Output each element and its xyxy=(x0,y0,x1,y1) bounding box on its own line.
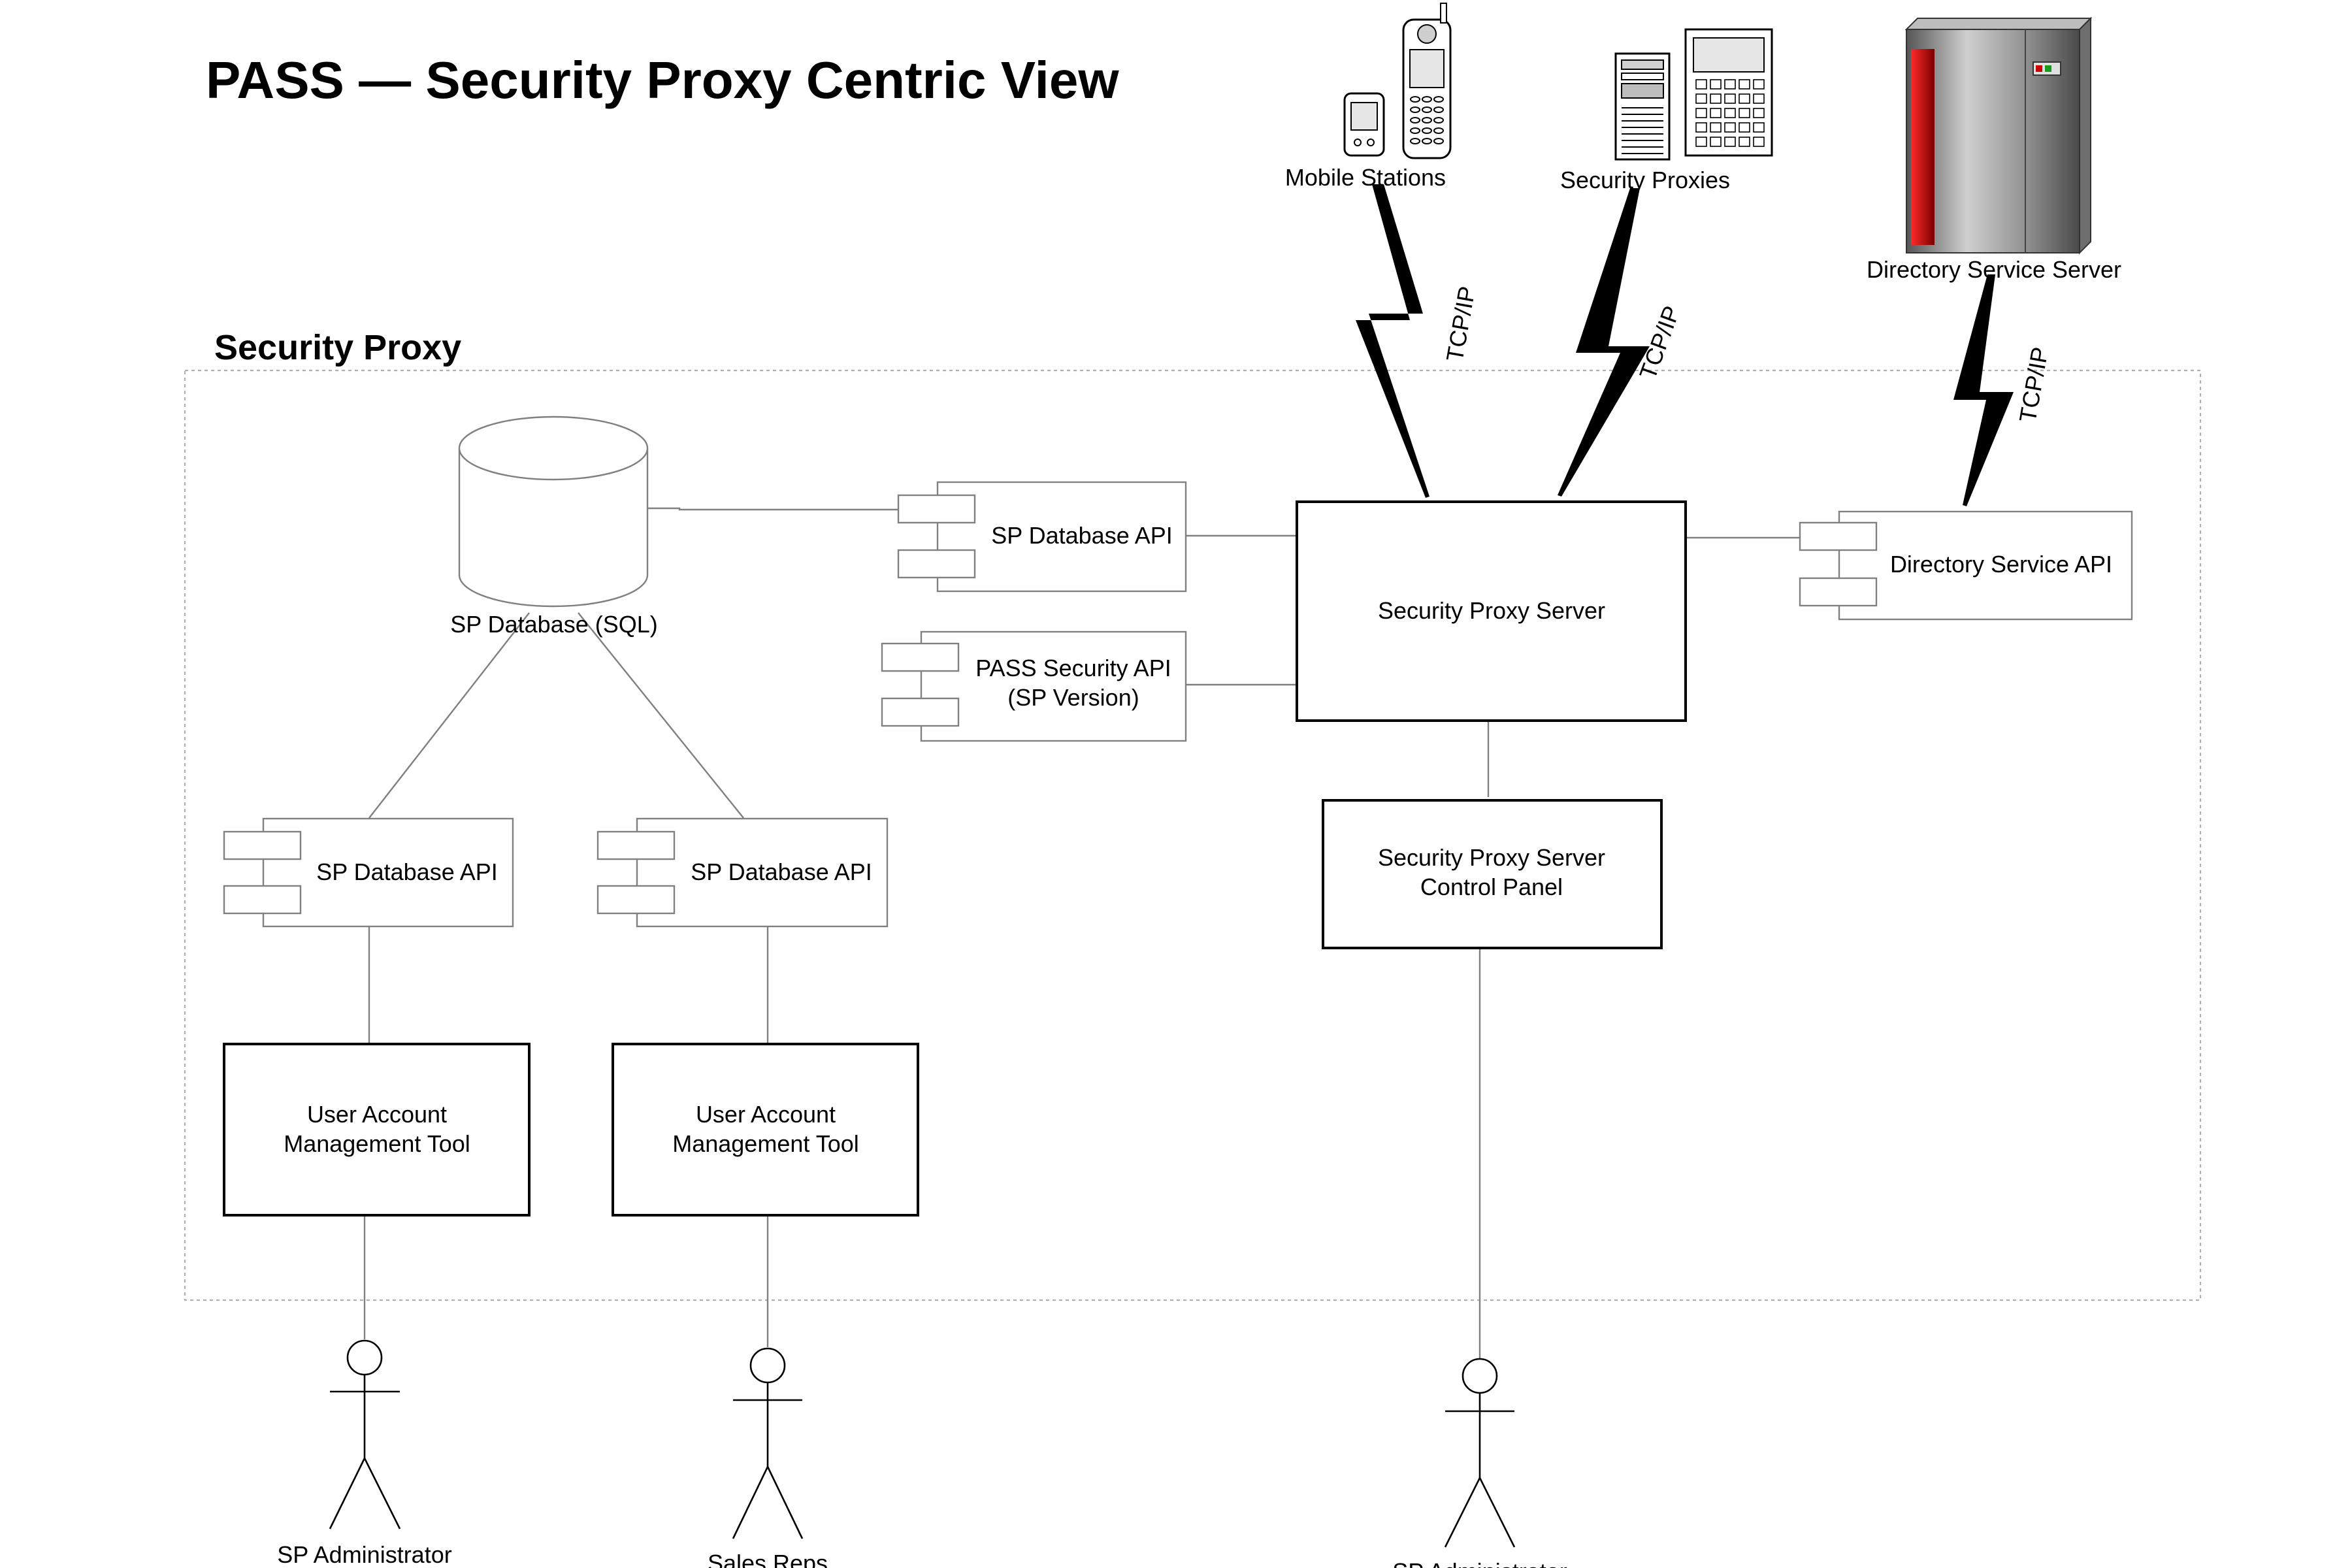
mobile-stations-icon xyxy=(1343,3,1452,159)
mobile-stations-label: Mobile Stations xyxy=(1285,164,1446,191)
user-account-tool-left-box xyxy=(223,1043,531,1217)
security-proxy-boundary xyxy=(184,369,2202,1301)
tcpip-label-directory: TCP/IP xyxy=(2014,345,2054,424)
control-panel-label-line1: Security Proxy Server xyxy=(1378,844,1605,871)
sp-database-api-right xyxy=(596,817,889,928)
pass-security-api-label-line1: PASS Security API xyxy=(975,655,1171,681)
directory-service-server-icon xyxy=(1904,16,2093,255)
db-to-api-line xyxy=(647,507,938,511)
sp-database-label: SP Database (SQL) xyxy=(450,611,658,638)
user-account-tool-right-line2: Management Tool xyxy=(672,1130,859,1157)
actor-sp-administrator-left xyxy=(329,1339,401,1529)
user-account-tool-left-line2: Management Tool xyxy=(284,1130,470,1157)
user-account-tool-right-box xyxy=(612,1043,919,1217)
user-account-tool-right-line1: User Account xyxy=(696,1101,836,1128)
user-account-tool-left-line1: User Account xyxy=(307,1101,447,1128)
security-proxy-server-label: Security Proxy Server xyxy=(1378,597,1605,624)
sp-database-api-right-label: SP Database API xyxy=(691,858,872,885)
pass-security-api-label-line2: (SP Version) xyxy=(1007,684,1139,711)
tcpip-bolt-directory xyxy=(1953,274,2014,506)
db-to-left-api-line xyxy=(368,612,530,819)
tcpip-label-mobile: TCP/IP xyxy=(1441,284,1481,363)
actor-sp-administrator-right-label: SP Administrator xyxy=(1392,1558,1567,1568)
db-to-right-api-line xyxy=(578,612,744,819)
control-panel-box xyxy=(1322,799,1663,949)
sp-database-cylinder xyxy=(458,416,649,608)
sp-database-api-left xyxy=(223,817,514,928)
directory-service-api-label: Directory Service API xyxy=(1890,551,2112,578)
diagram-title: PASS — Security Proxy Centric View xyxy=(206,51,1119,109)
actor-sales-reps xyxy=(732,1347,804,1539)
actor-sp-administrator-right xyxy=(1444,1358,1516,1548)
pass-security-api xyxy=(881,630,1187,742)
security-proxies-label: Security Proxies xyxy=(1560,167,1730,193)
tcpip-bolt-proxies xyxy=(1558,188,1650,497)
security-proxy-server-box xyxy=(1296,500,1687,722)
sp-database-api-top xyxy=(897,481,1187,593)
connectors xyxy=(363,507,1800,1359)
security-proxies-icon xyxy=(1614,28,1773,161)
boundary-label: Security Proxy xyxy=(214,328,461,367)
actor-sp-administrator-left-label: SP Administrator xyxy=(277,1541,451,1568)
actor-sales-reps-label: Sales Reps xyxy=(708,1550,828,1568)
control-panel-label-line2: Control Panel xyxy=(1420,874,1563,900)
tcpip-bolt-mobile xyxy=(1356,184,1429,498)
sp-database-api-top-label: SP Database API xyxy=(991,522,1173,549)
sp-database-api-left-label: SP Database API xyxy=(316,858,498,885)
directory-service-server-label: Directory Service Server xyxy=(1867,256,2121,283)
directory-service-api xyxy=(1799,510,2133,621)
